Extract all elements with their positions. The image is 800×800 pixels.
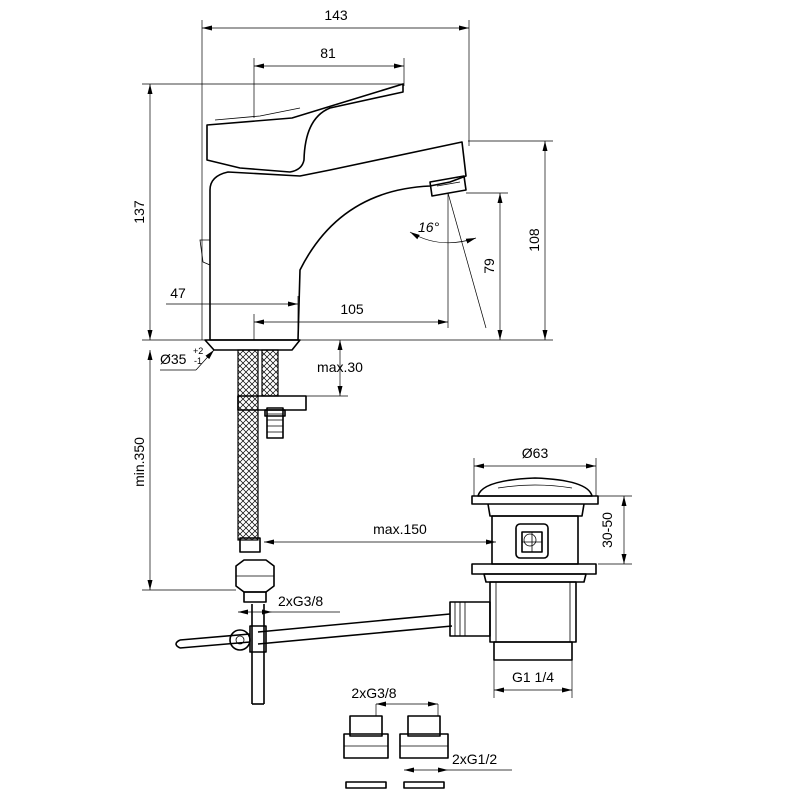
aerator [429, 175, 467, 197]
dim-hose-thread: 2xG3/8 [278, 593, 323, 609]
dim-lever-reach: 81 [320, 45, 336, 61]
lever-handle [206, 83, 404, 173]
dim-body-offset: 47 [170, 285, 186, 301]
dimension-lines [142, 20, 632, 773]
faucet-body [209, 141, 467, 341]
dim-hose-length: min.350 [131, 437, 147, 487]
dim-adapter-thread-in: 2xG3/8 [351, 685, 396, 701]
dim-hole-tol-plus: +2 [193, 346, 203, 356]
faucet [199, 83, 467, 351]
waste-cap [477, 477, 593, 497]
dim-spout-angle: 16° [418, 219, 440, 235]
dim-hole-diameter: Ø35 [160, 351, 187, 367]
dim-total-width: 143 [324, 7, 348, 23]
pop-up-rod [175, 604, 453, 705]
dim-outlet-height: 79 [481, 258, 497, 274]
dim-hole-tol-minus: -1 [194, 356, 202, 366]
supply-hoses [235, 349, 307, 603]
dim-adapter-thread-out: 2xG1/2 [452, 751, 497, 767]
dimension-labels: 143 81 137 108 79 16° 47 105 Ø35 +2 -1 m… [131, 7, 615, 767]
dim-max-deck: max.30 [317, 359, 363, 375]
waste-valve [449, 477, 599, 661]
dim-spout-height: 108 [526, 228, 542, 252]
dim-spout-reach: 105 [340, 301, 364, 317]
thread-adapters [343, 715, 449, 789]
dim-total-height: 137 [131, 200, 147, 224]
dim-waste-diameter: Ø63 [522, 445, 549, 461]
dim-rod-reach: max.150 [373, 521, 427, 537]
dim-waste-range: 30-50 [599, 512, 615, 548]
dim-waste-thread: G1 1/4 [512, 669, 554, 685]
